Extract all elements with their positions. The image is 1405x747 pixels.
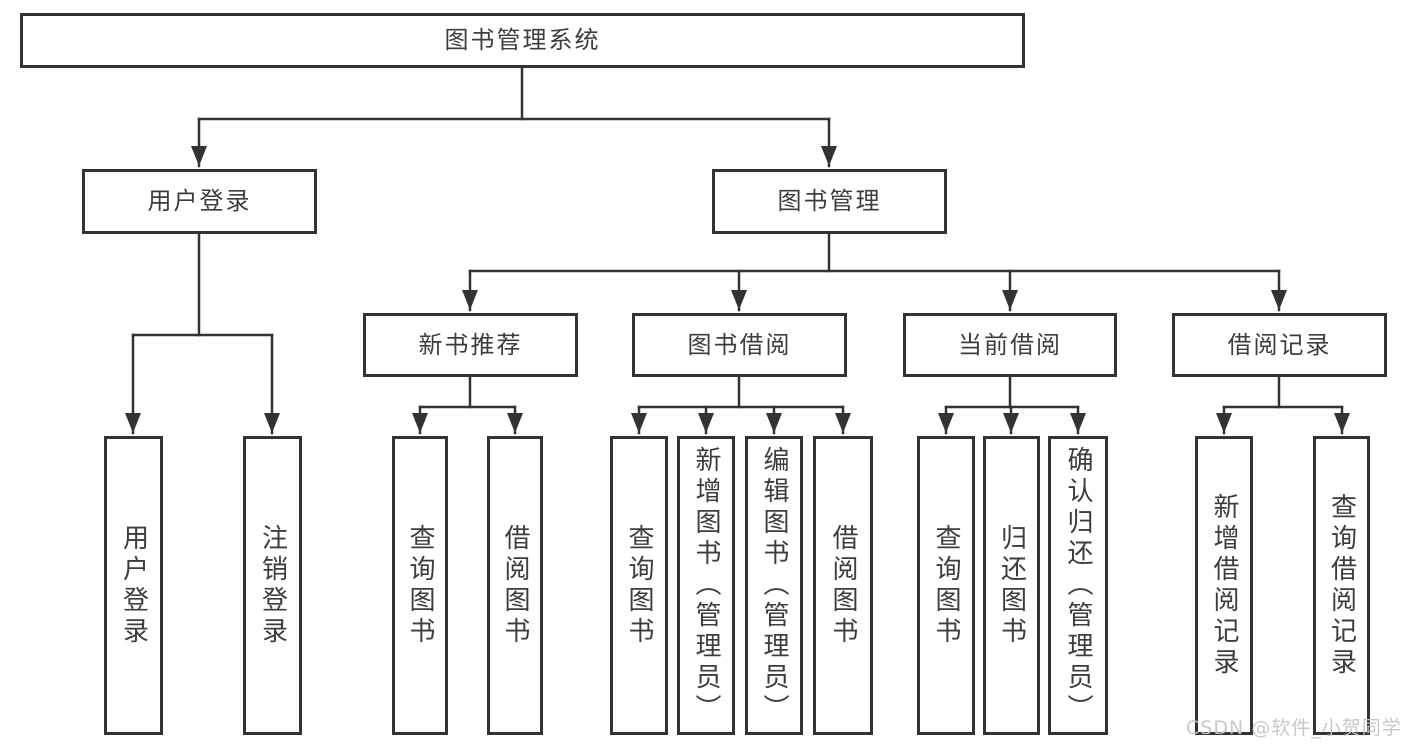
node-borrow-records: 借阅记录 [1172, 313, 1387, 377]
node-new-book-recommend: 新书推荐 [363, 313, 578, 377]
leaf-add-books-admin: 新增图书（管理员） [677, 436, 735, 735]
leaf-borrow-books-recommend: 借阅图书 [487, 436, 543, 735]
leaf-query-books-borrow: 查询图书 [610, 436, 668, 735]
node-current-borrow: 当前借阅 [903, 313, 1117, 377]
leaf-user-login: 用户登录 [104, 436, 163, 735]
node-user-login: 用户登录 [82, 169, 317, 234]
leaf-return-books: 归还图书 [983, 436, 1040, 735]
node-root: 图书管理系统 [20, 13, 1025, 68]
leaf-query-borrow-record: 查询借阅记录 [1313, 436, 1370, 735]
node-book-management: 图书管理 [712, 169, 947, 234]
leaf-query-books-recommend: 查询图书 [392, 436, 448, 735]
node-book-borrow: 图书借阅 [632, 313, 847, 377]
watermark-text: CSDN @软件_小贺同学 [1186, 717, 1402, 739]
leaf-edit-books-admin: 编辑图书（管理员） [745, 436, 803, 735]
leaf-borrow-books: 借阅图书 [813, 436, 873, 735]
leaf-logout: 注销登录 [243, 436, 302, 735]
leaf-add-borrow-record: 新增借阅记录 [1195, 436, 1253, 735]
leaf-confirm-return-admin: 确认归还（管理员） [1048, 436, 1108, 735]
leaf-query-books-current: 查询图书 [917, 436, 975, 735]
